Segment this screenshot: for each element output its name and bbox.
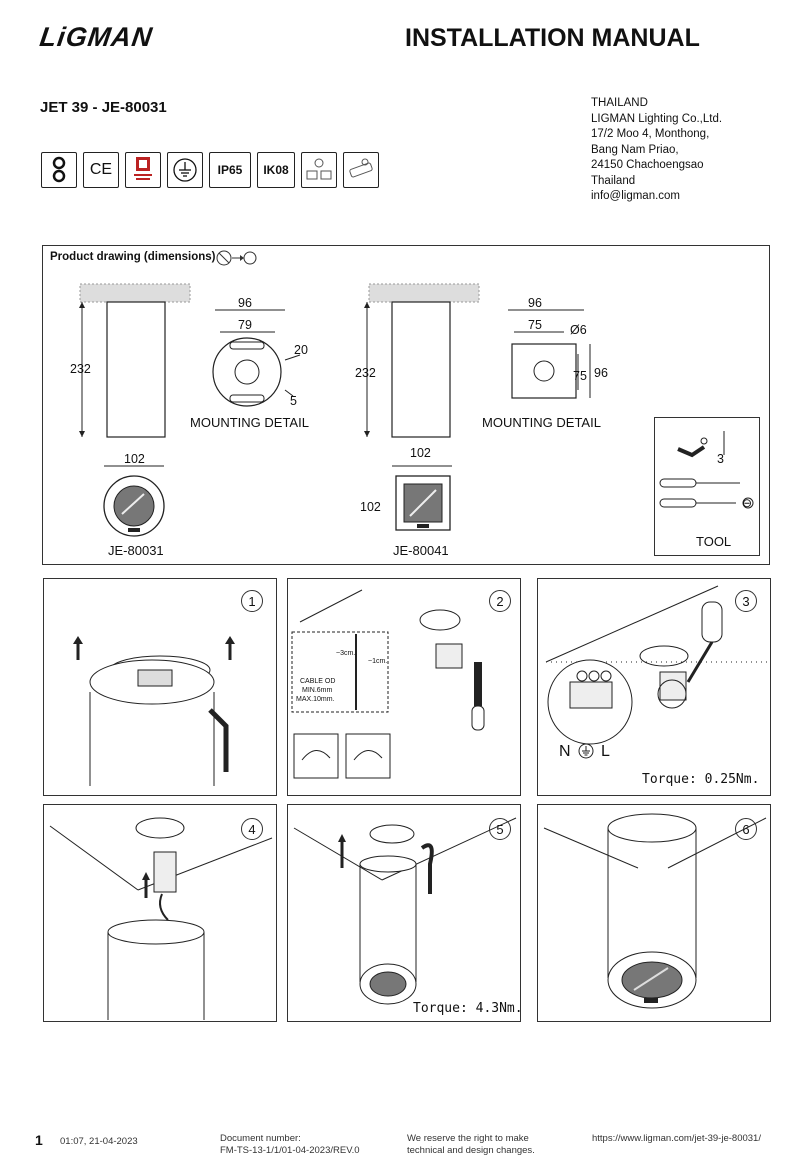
- cable-max-label: MAX.10mm.: [296, 696, 335, 703]
- orientation-icon: [343, 152, 379, 188]
- page-title: INSTALLATION MANUAL: [405, 24, 700, 52]
- step-4-panel: [43, 804, 277, 1022]
- step-1-drawing: [73, 636, 235, 786]
- square-mounting-drawing: [508, 309, 591, 399]
- document-number-value: FM-TS-13-1/1/01-04-2023/REV.0: [220, 1145, 360, 1156]
- square-model-code: JE-80041: [393, 543, 449, 558]
- step-number: 1: [241, 590, 263, 612]
- address-line: Thailand: [591, 174, 636, 187]
- dimensions-panel: [42, 245, 770, 565]
- ligman-logo: LiGMAN: [37, 22, 155, 52]
- square-mount-h-inner-dim: 75: [573, 369, 587, 383]
- step-number: 6: [735, 818, 757, 840]
- round-mount-inner-dim: 79: [238, 318, 252, 332]
- document-number-label: Document number:: [220, 1133, 301, 1144]
- round-side-view-drawing: [79, 283, 191, 438]
- step-4-drawing: [49, 817, 273, 1020]
- tool-box: [654, 417, 760, 556]
- slotted-screwdriver-icon: ⊖: [742, 496, 753, 510]
- round-mount-side-dim: 20: [294, 343, 308, 357]
- product-url-link[interactable]: https://www.ligman.com/jet-39-je-80031/: [592, 1133, 761, 1144]
- ce-mark-icon: CE: [83, 152, 119, 188]
- address-email: info@ligman.com: [591, 190, 681, 202]
- cable-od-label: CABLE OD: [300, 678, 336, 685]
- dimension-note-icon: [216, 250, 257, 266]
- round-mounting-label: MOUNTING DETAIL: [190, 415, 309, 430]
- step-2-panel: [287, 578, 521, 796]
- square-front-height-dim: 102: [360, 500, 381, 514]
- step-3-drawing: [545, 585, 768, 745]
- step-number: 5: [489, 818, 511, 840]
- tool-size-dim: 3: [717, 452, 724, 466]
- step-3-panel: [537, 578, 771, 796]
- round-model-code: JE-80031: [108, 543, 164, 558]
- round-front-width-dim: 102: [124, 452, 145, 466]
- cable-strip-top: ~3cm.: [336, 650, 356, 657]
- ik-rating-badge: IK08: [257, 152, 295, 188]
- round-height-dim: 232: [70, 362, 91, 376]
- class-ii-icon: [41, 152, 77, 188]
- rights-line-1: We reserve the right to make: [407, 1133, 529, 1144]
- rights-line-2: technical and design changes.: [407, 1145, 535, 1156]
- square-mounting-label: MOUNTING DETAIL: [482, 415, 601, 430]
- earth-ground-icon: [167, 152, 203, 188]
- rights-note: We reserve the right to make technical a…: [407, 1133, 535, 1157]
- ip-rating-badge: IP65: [209, 152, 251, 188]
- torque-label: Torque: 0.25Nm.: [642, 772, 760, 787]
- ground-symbol-icon: [578, 743, 594, 759]
- round-mount-small-dim: 5: [290, 394, 297, 408]
- step-1-panel: [43, 578, 277, 796]
- tool-label: TOOL: [696, 534, 732, 549]
- model-title: JET 39 - JE-80031: [40, 99, 167, 116]
- step-6-drawing: [543, 813, 767, 1009]
- cable-strip-side: ~1cm.: [368, 658, 388, 665]
- step-number: 3: [735, 590, 757, 612]
- step-2-drawing: [291, 589, 485, 779]
- square-hole-dim: Ø6: [570, 323, 587, 337]
- step-number: 2: [489, 590, 511, 612]
- round-mount-width-dim: 96: [238, 296, 252, 310]
- step-6-panel: [537, 804, 771, 1022]
- address-line: THAILAND: [591, 97, 648, 109]
- square-side-view-drawing: [364, 283, 480, 438]
- square-mount-h-dim: 96: [594, 366, 608, 380]
- address-line: 17/2 Moo 4, Monthong,: [591, 128, 710, 140]
- page-number: 1: [35, 1132, 43, 1148]
- step-5-panel: [287, 804, 521, 1022]
- fire-safety-icon: [125, 152, 161, 188]
- cable-min-label: MIN.6mm: [302, 687, 333, 694]
- step-5-drawing: [293, 817, 517, 1005]
- square-mount-width-dim: 96: [528, 296, 542, 310]
- round-mounting-drawing: [212, 309, 301, 407]
- address-line: Bang Nam Priao,: [591, 143, 679, 156]
- dimensions-title: Product drawing (dimensions): [50, 251, 216, 263]
- address-block: THAILAND LIGMAN Lighting Co.,Ltd. 17/2 M…: [591, 96, 722, 205]
- tool-drawing: [659, 431, 754, 509]
- neutral-label: N: [559, 743, 571, 760]
- square-mount-inner-dim: 75: [528, 318, 542, 332]
- footer-timestamp: 01:07, 21-04-2023: [60, 1136, 138, 1147]
- square-front-width-dim: 102: [410, 446, 431, 460]
- round-front-view-drawing: [103, 465, 165, 537]
- address-line: 24150 Chachoengsao: [591, 159, 704, 171]
- live-label: L: [601, 743, 610, 760]
- certification-row: CE IP65 IK08: [41, 152, 379, 188]
- document-number: Document number: FM-TS-13-1/1/01-04-2023…: [220, 1133, 360, 1157]
- square-front-view-drawing: [392, 465, 452, 531]
- square-height-dim: 232: [355, 366, 376, 380]
- torque-label: Torque: 4.3Nm.: [413, 1001, 523, 1016]
- lamp-info-icon: [301, 152, 337, 188]
- step-number: 4: [241, 818, 263, 840]
- address-line: LIGMAN Lighting Co.,Ltd.: [591, 112, 723, 125]
